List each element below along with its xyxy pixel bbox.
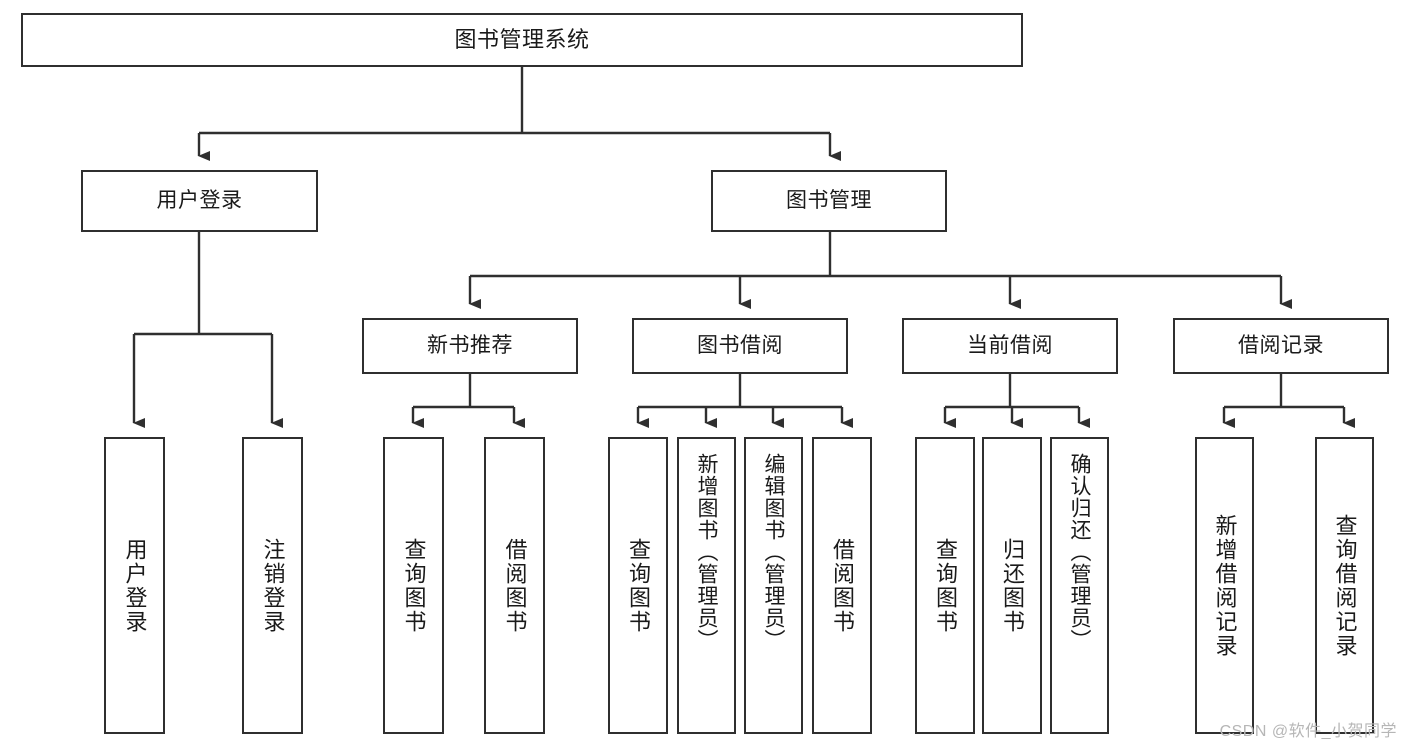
node-current-borrow[interactable]: 当前借阅 <box>902 318 1118 374</box>
node-label: 借阅图书 <box>830 537 855 634</box>
node-new-book-recommend[interactable]: 新书推荐 <box>362 318 578 374</box>
node-label: 新增借阅记录 <box>1212 513 1238 658</box>
leaf-borrow-book-newbook[interactable]: 借阅图书 <box>484 437 545 734</box>
leaf-confirm-return-admin[interactable]: 确认归还（管理员） <box>1050 437 1109 734</box>
node-label: 当前借阅 <box>967 333 1053 357</box>
node-label: 查询图书 <box>933 537 958 634</box>
node-book-management[interactable]: 图书管理 <box>711 170 947 232</box>
node-label: 借阅记录 <box>1238 333 1324 357</box>
node-label: 图书管理 <box>786 188 872 212</box>
leaf-return-book[interactable]: 归还图书 <box>982 437 1042 734</box>
leaf-borrow-book-borrow[interactable]: 借阅图书 <box>812 437 872 734</box>
node-label: 新增图书（管理员） <box>695 453 718 651</box>
node-label: 注销登录 <box>260 537 286 634</box>
leaf-query-book-newbook[interactable]: 查询图书 <box>383 437 444 734</box>
leaf-edit-book-admin[interactable]: 编辑图书（管理员） <box>744 437 803 734</box>
node-label: 查询借阅记录 <box>1332 513 1358 658</box>
leaf-query-borrow-record[interactable]: 查询借阅记录 <box>1315 437 1374 734</box>
node-label: 用户登录 <box>122 537 148 634</box>
leaf-add-borrow-record[interactable]: 新增借阅记录 <box>1195 437 1254 734</box>
leaf-user-login[interactable]: 用户登录 <box>104 437 165 734</box>
node-label: 查询图书 <box>401 537 427 634</box>
node-label: 图书借阅 <box>697 333 783 357</box>
node-label: 确认归还（管理员） <box>1068 453 1091 651</box>
leaf-query-book-current[interactable]: 查询图书 <box>915 437 975 734</box>
leaf-add-book-admin[interactable]: 新增图书（管理员） <box>677 437 736 734</box>
node-label: 归还图书 <box>1000 537 1025 634</box>
csdn-watermark: CSDN @软件_小贺同学 <box>1219 723 1397 740</box>
node-label: 用户登录 <box>156 188 243 212</box>
node-label: 图书管理系统 <box>454 27 590 53</box>
node-label: 新书推荐 <box>427 333 513 357</box>
node-borrow-record[interactable]: 借阅记录 <box>1173 318 1389 374</box>
node-user-login[interactable]: 用户登录 <box>81 170 318 232</box>
node-book-borrow[interactable]: 图书借阅 <box>632 318 848 374</box>
leaf-logout-login[interactable]: 注销登录 <box>242 437 303 734</box>
node-label: 借阅图书 <box>502 537 528 634</box>
node-label: 编辑图书（管理员） <box>762 453 785 651</box>
leaf-query-book-borrow[interactable]: 查询图书 <box>608 437 668 734</box>
node-root-system[interactable]: 图书管理系统 <box>21 13 1023 67</box>
node-label: 查询图书 <box>626 537 651 634</box>
